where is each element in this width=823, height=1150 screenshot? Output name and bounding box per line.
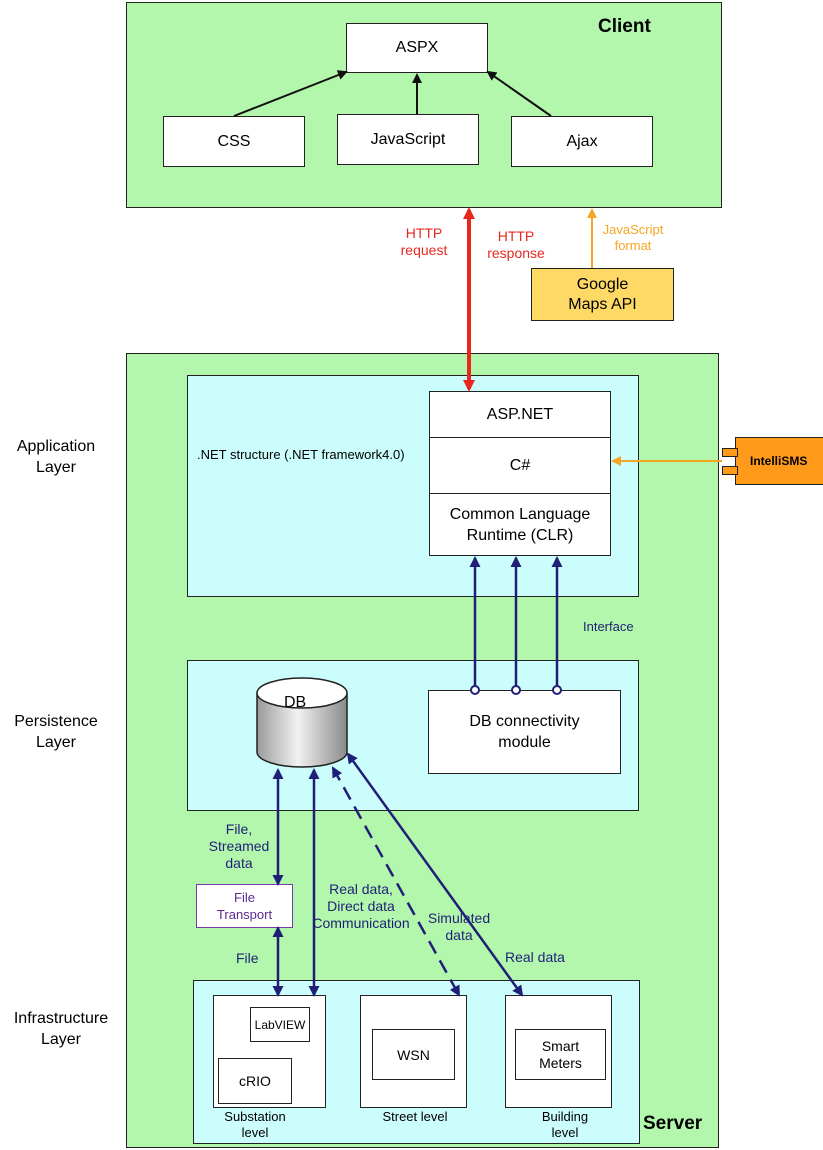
street-level-label: Street level: [382, 1109, 448, 1124]
labview-box: LabVIEW: [250, 1007, 310, 1042]
ajax-to-aspx-arrow: [486, 70, 552, 117]
net-structure-label: .NET structure (.NET framework4.0): [197, 447, 405, 462]
building-level-label: Building level: [541, 1109, 589, 1140]
http-request-label: HTTP request: [400, 225, 448, 258]
file-transport-box: File Transport: [196, 884, 293, 928]
http-response-label: HTTP response: [487, 228, 545, 261]
smart-meters-box: Smart Meters: [515, 1029, 606, 1080]
crio-box: cRIO: [218, 1058, 292, 1104]
application-layer-label: Application Layer: [16, 438, 96, 476]
client-title: Client: [598, 16, 651, 37]
infrastructure-layer-label: Infrastructure Layer: [13, 1010, 109, 1048]
db-label: DB: [284, 694, 307, 711]
server-title: Server: [643, 1113, 703, 1134]
css-box: CSS: [163, 116, 305, 167]
javascript-box: JavaScript: [337, 114, 479, 165]
google-maps-api-box: Google Maps API: [531, 268, 674, 321]
db-building-real-arrow: [346, 752, 524, 997]
persistence-layer-label: Persistence Layer: [14, 713, 98, 751]
intellisms-port-top: [722, 448, 738, 457]
ajax-box: Ajax: [511, 116, 653, 167]
js-format-label: JavaScript format: [602, 222, 664, 253]
intellisms-component: [735, 437, 823, 485]
intellisms-port-bottom: [722, 466, 738, 475]
aspx-box: ASPX: [346, 23, 488, 73]
intellisms-label: IntelliSMS: [750, 454, 808, 468]
css-to-aspx-arrow: [233, 70, 348, 117]
file-label: File: [236, 950, 259, 966]
wsn-box: WSN: [372, 1029, 455, 1080]
interface-label: Interface: [583, 619, 634, 634]
csharp-box: C#: [429, 437, 611, 495]
file-streamed-label: File, Streamed data: [208, 821, 270, 871]
substation-level-label: Substation level: [224, 1109, 286, 1140]
clr-box: Common Language Runtime (CLR): [429, 493, 611, 556]
db-cylinder: [256, 677, 348, 768]
aspnet-box: ASP.NET: [429, 391, 611, 439]
